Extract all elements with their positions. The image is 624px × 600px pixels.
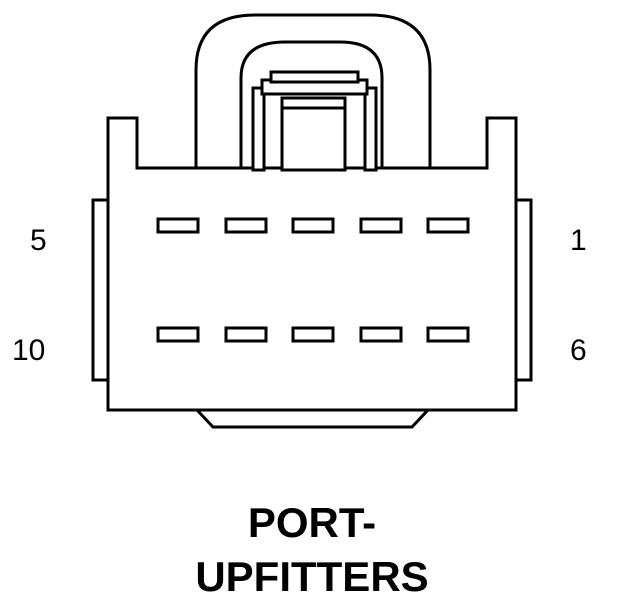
pin-label-6: 6 bbox=[570, 334, 587, 367]
pin-cavity bbox=[426, 217, 470, 234]
left-side-rib bbox=[91, 198, 110, 382]
pin-row-bottom bbox=[156, 326, 470, 343]
pin-row-top bbox=[156, 217, 470, 234]
latch-slot-left-post bbox=[251, 86, 266, 172]
pin-cavity bbox=[291, 326, 335, 343]
connector-body bbox=[106, 116, 518, 412]
pin-cavity bbox=[359, 326, 403, 343]
pin-cavity bbox=[291, 217, 335, 234]
pin-cavity bbox=[156, 217, 200, 234]
pin-cavity bbox=[359, 217, 403, 234]
pin-cavity bbox=[426, 326, 470, 343]
pin-label-10: 10 bbox=[12, 334, 46, 367]
pin-cavity bbox=[156, 326, 200, 343]
pin-label-5: 5 bbox=[30, 224, 47, 257]
latch-center-block bbox=[280, 106, 347, 172]
bottom-tab bbox=[195, 408, 430, 429]
latch-slot-right-post bbox=[363, 86, 378, 172]
latch-inner-slot bbox=[269, 70, 360, 84]
right-side-rib bbox=[514, 198, 533, 382]
connector-caption-line2: UPFITTERS bbox=[195, 553, 429, 600]
pin-cavity bbox=[224, 217, 268, 234]
pin-label-1: 1 bbox=[570, 224, 587, 257]
pin-cavity bbox=[224, 326, 268, 343]
connector-caption-line1: PORT- bbox=[247, 499, 377, 546]
